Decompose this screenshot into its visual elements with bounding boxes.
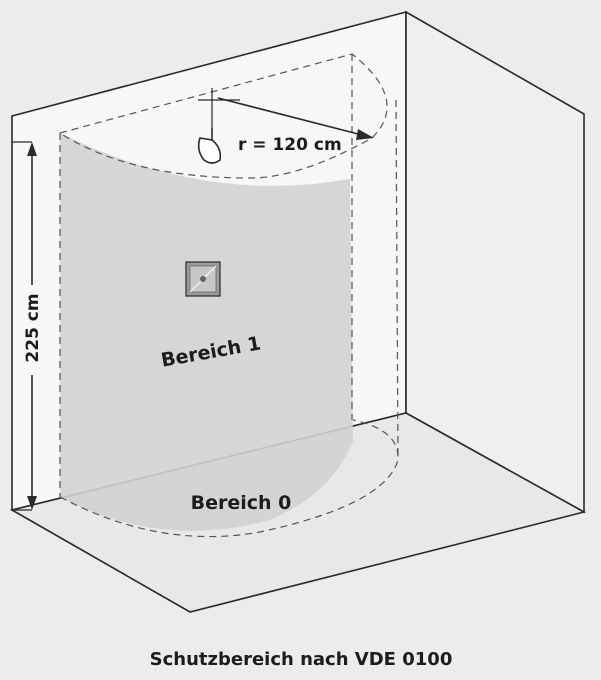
zone-1-volume: [59, 53, 399, 538]
radius-arrowhead: [356, 129, 374, 140]
zone-top-edge: [59, 53, 388, 179]
zone-right-edge: [395, 99, 399, 461]
zone-0-label: Bereich 0: [191, 492, 292, 514]
shower-head-icon: [197, 128, 222, 164]
wall-switch-icon: [185, 261, 221, 297]
diagram-caption: Schutzbereich nach VDE 0100: [150, 649, 453, 670]
radius-indicator: r = 120 cm: [198, 88, 374, 155]
zone-bottom-edge: [59, 419, 399, 538]
height-dimension: 225 cm: [12, 141, 46, 511]
radius-line: [217, 97, 363, 136]
radius-label: r = 120 cm: [238, 135, 342, 155]
zone-body: [60, 133, 353, 531]
height-label: 225 cm: [23, 293, 43, 362]
